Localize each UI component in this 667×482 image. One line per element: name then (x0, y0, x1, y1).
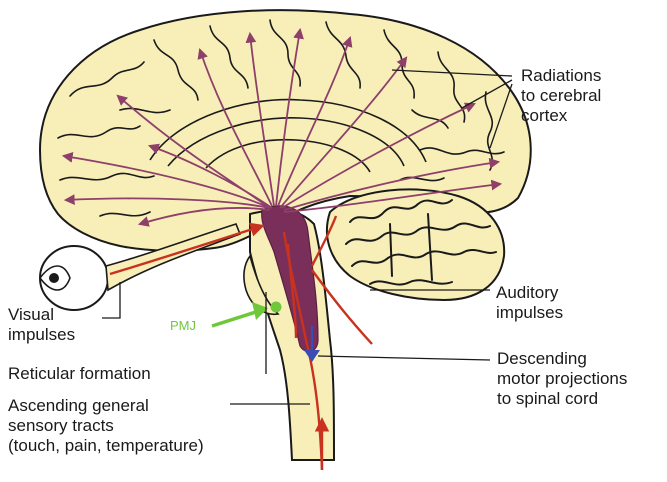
label-line: to spinal cord (497, 389, 599, 408)
cerebellum-folia (345, 199, 497, 286)
cortex-folds (57, 19, 505, 217)
label-line: impulses (496, 303, 564, 322)
label-pmj: PMJ (170, 318, 196, 333)
sensory-tracts (109, 215, 373, 471)
label-visual-impulses: Visual impulses (8, 305, 75, 345)
pmj-marker (211, 301, 282, 328)
descending-arrow (304, 326, 320, 362)
corpus-callosum (149, 98, 427, 173)
label-line: Reticular formation (8, 364, 151, 383)
leader-lines (102, 69, 513, 405)
label-line: Auditory (496, 283, 559, 302)
label-auditory-impulses: Auditory impulses (496, 283, 563, 323)
label-line: Radiations (521, 66, 602, 85)
label-line: (touch, pain, temperature) (8, 436, 204, 455)
eye (38, 223, 242, 311)
label-ascending-sensory-tracts: Ascending general sensory tracts (touch,… (8, 396, 204, 456)
label-descending-motor-projections: Descending motor projections to spinal c… (497, 349, 627, 409)
label-line: motor projections (497, 369, 628, 388)
label-line: Visual (8, 305, 54, 324)
reticular-formation-core (261, 205, 319, 353)
label-reticular-formation: Reticular formation (8, 364, 151, 384)
radiation-arrows (61, 27, 503, 227)
cerebellum (325, 188, 506, 302)
label-line: to cerebral (521, 86, 602, 105)
label-line: impulses (8, 325, 76, 344)
label-line: sensory tracts (8, 416, 114, 435)
label-line: cortex (521, 106, 568, 125)
label-radiations-to-cerebral-cortex: Radiations to cerebral cortex (521, 66, 601, 126)
label-line: Descending (497, 349, 587, 368)
label-line: Ascending general (8, 396, 149, 415)
